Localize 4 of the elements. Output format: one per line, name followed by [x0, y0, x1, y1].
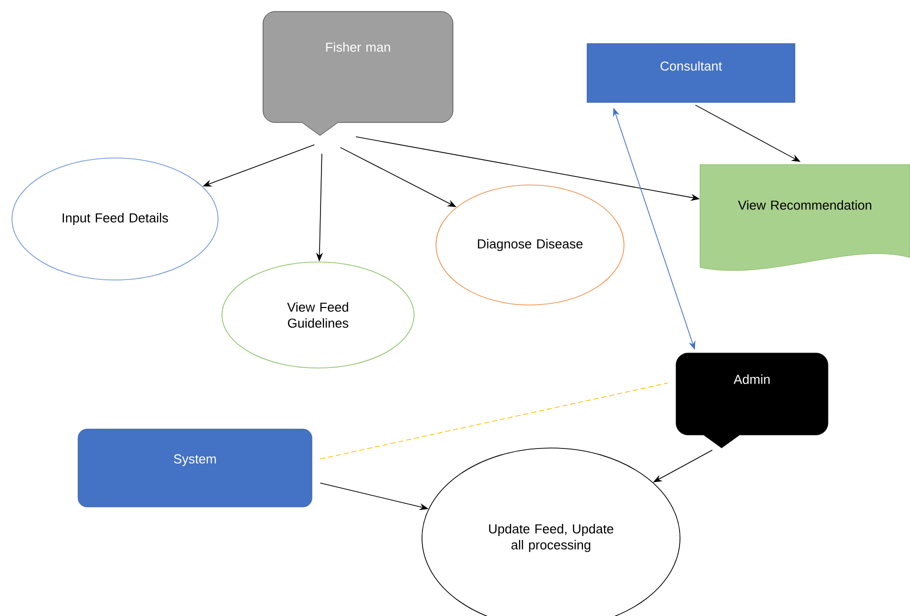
actor-box: System — [78, 428, 312, 508]
speech-bubble: Admin — [676, 352, 828, 448]
actor-box: Consultant — [586, 43, 796, 103]
speech-bubble: Fisher man — [262, 11, 454, 136]
